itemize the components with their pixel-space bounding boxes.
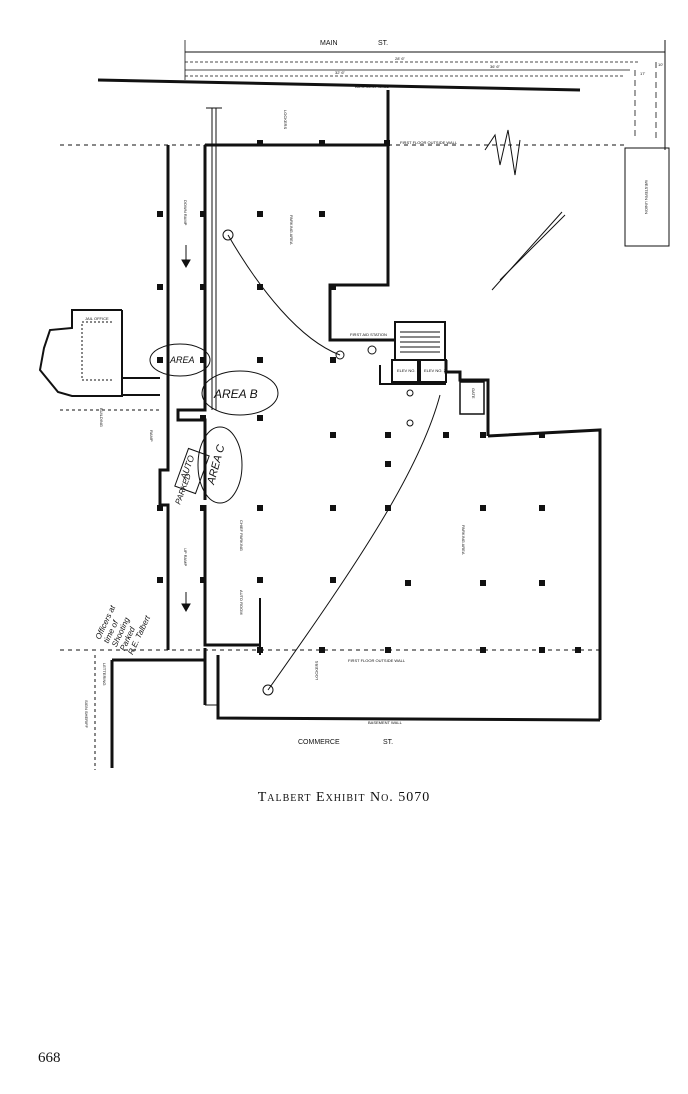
chief-parking-label: CHIEF PARKING [239, 520, 244, 551]
parking-area-top-label: PARKING AREA [289, 215, 294, 245]
handwritten-area-c: AREA C [205, 443, 227, 486]
basement-wall-bottom-label: BASEMENT WALL [368, 720, 403, 725]
sign-sheriff-label: SIGN SHERIFF [84, 700, 89, 729]
dimension-1: 28' 6" [395, 56, 406, 61]
handwritten-area-b: AREA B [213, 387, 258, 401]
exhibit-caption: Talbert Exhibit No. 5070 [257, 790, 431, 805]
first-floor-wall-top-label: FIRST FLOOR OUTSIDE WALL [400, 140, 458, 145]
commerce-street-suffix: ST. [383, 739, 393, 746]
up-ramp-label: UP RAMP [183, 548, 188, 566]
handwritten-note: Officers at time of Shooting Parked R.E.… [94, 603, 153, 656]
main-street-suffix: ST. [378, 40, 388, 47]
lockers-bottom-label: LOCKERS [314, 661, 319, 680]
main-street-name: MAIN [320, 40, 338, 47]
ramp-label: RAMP [149, 430, 154, 442]
handwritten-area-a: AREA [169, 355, 195, 365]
first-aid-station-label: FIRST AID STATION [350, 332, 387, 337]
gate-label: GATE [471, 388, 476, 399]
lockers-top-label: LOCKERS [283, 110, 288, 129]
down-ramp-label: DOWN RAMP [183, 200, 188, 226]
dimension-5: 17' [640, 71, 645, 76]
elev-1-label: ELEV NO. 1 [397, 368, 420, 373]
jail-office-label: JAIL OFFICE [85, 316, 109, 321]
lettering-label: LETTERING [102, 663, 107, 685]
auto-room-label: AUTO ROOM [239, 590, 244, 615]
dimension-2: 36' 6" [490, 64, 501, 69]
first-floor-wall-bottom-label: FIRST FLOOR OUTSIDE WALL [348, 658, 406, 663]
basement-wall-top-label: BASEMENT WALL [355, 84, 390, 89]
dimension-4: 10' [658, 62, 663, 67]
elev-2-label: ELEV NO. 2 [424, 368, 447, 373]
dimension-3: 32' 6" [335, 70, 346, 75]
building-label: BUILDING [99, 408, 104, 427]
western-union-label: WESTERN UNION [644, 180, 649, 214]
handwritten-parked: PARKED [173, 472, 193, 506]
parking-area-right-label: PARKING AREA [461, 525, 466, 555]
commerce-street-name: COMMERCE [298, 739, 340, 746]
page-number: 668 [38, 1050, 61, 1066]
floor-plan: MAIN ST. COMMERCE ST. 28' 6" 36' 6" 32' … [38, 40, 670, 770]
